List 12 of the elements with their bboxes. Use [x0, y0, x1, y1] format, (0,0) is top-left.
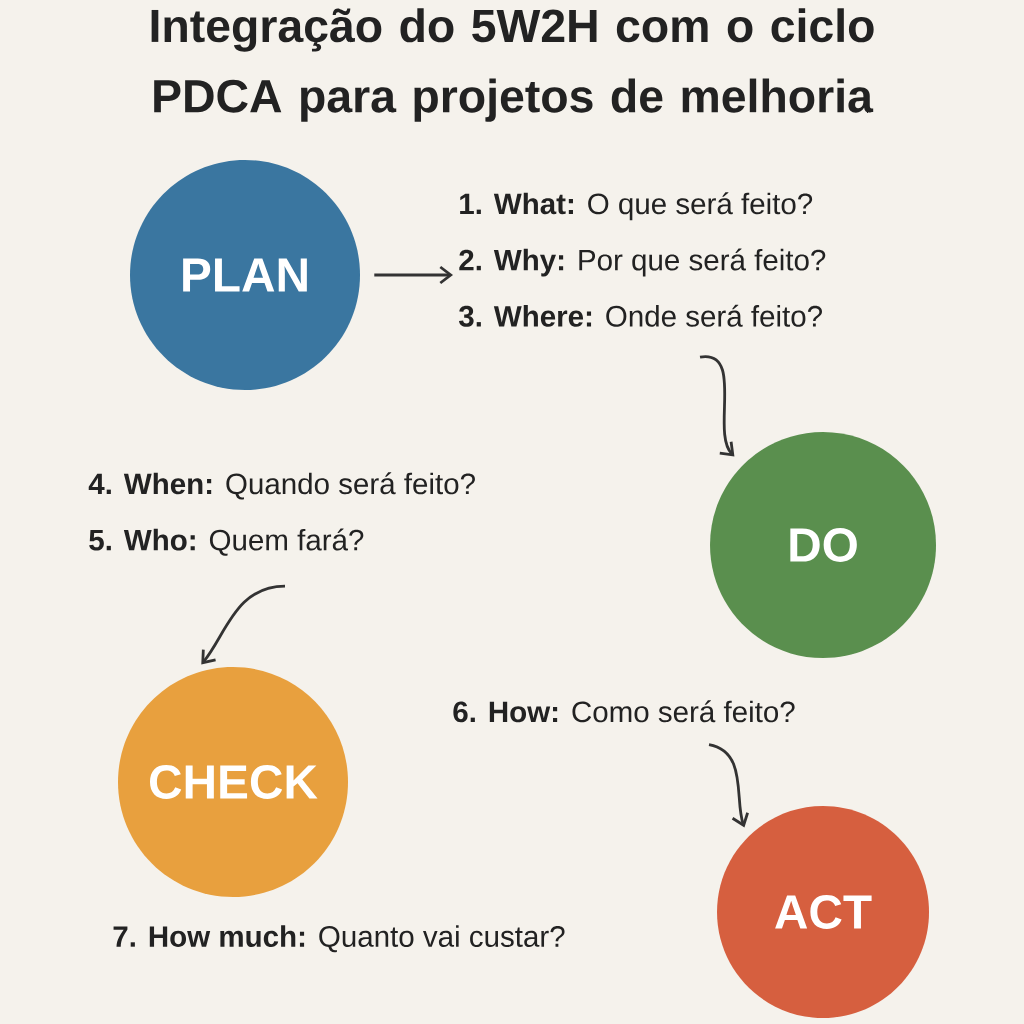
list-item: 3. Where: Onde será feito?: [458, 304, 822, 327]
arrow: [201, 584, 286, 665]
title: Integração do 5W2H com o ciclo PDCA para projetos de melhoria: [151, 8, 874, 122]
list-item: 5. Who: Quem fará?: [89, 528, 364, 556]
list-item: 7. How much: Quanto vai custar?: [113, 925, 565, 953]
list-item: 6. How: Como será feito?: [453, 700, 795, 723]
arrow: [700, 355, 735, 457]
list-item: 4. When: Quando será feito?: [88, 472, 475, 500]
list-item: 1. What: O que será feito?: [460, 192, 813, 221]
arrow: [374, 265, 453, 285]
list-item: 2. Why: Por que será feito?: [459, 248, 826, 277]
arrow: [708, 743, 749, 828]
